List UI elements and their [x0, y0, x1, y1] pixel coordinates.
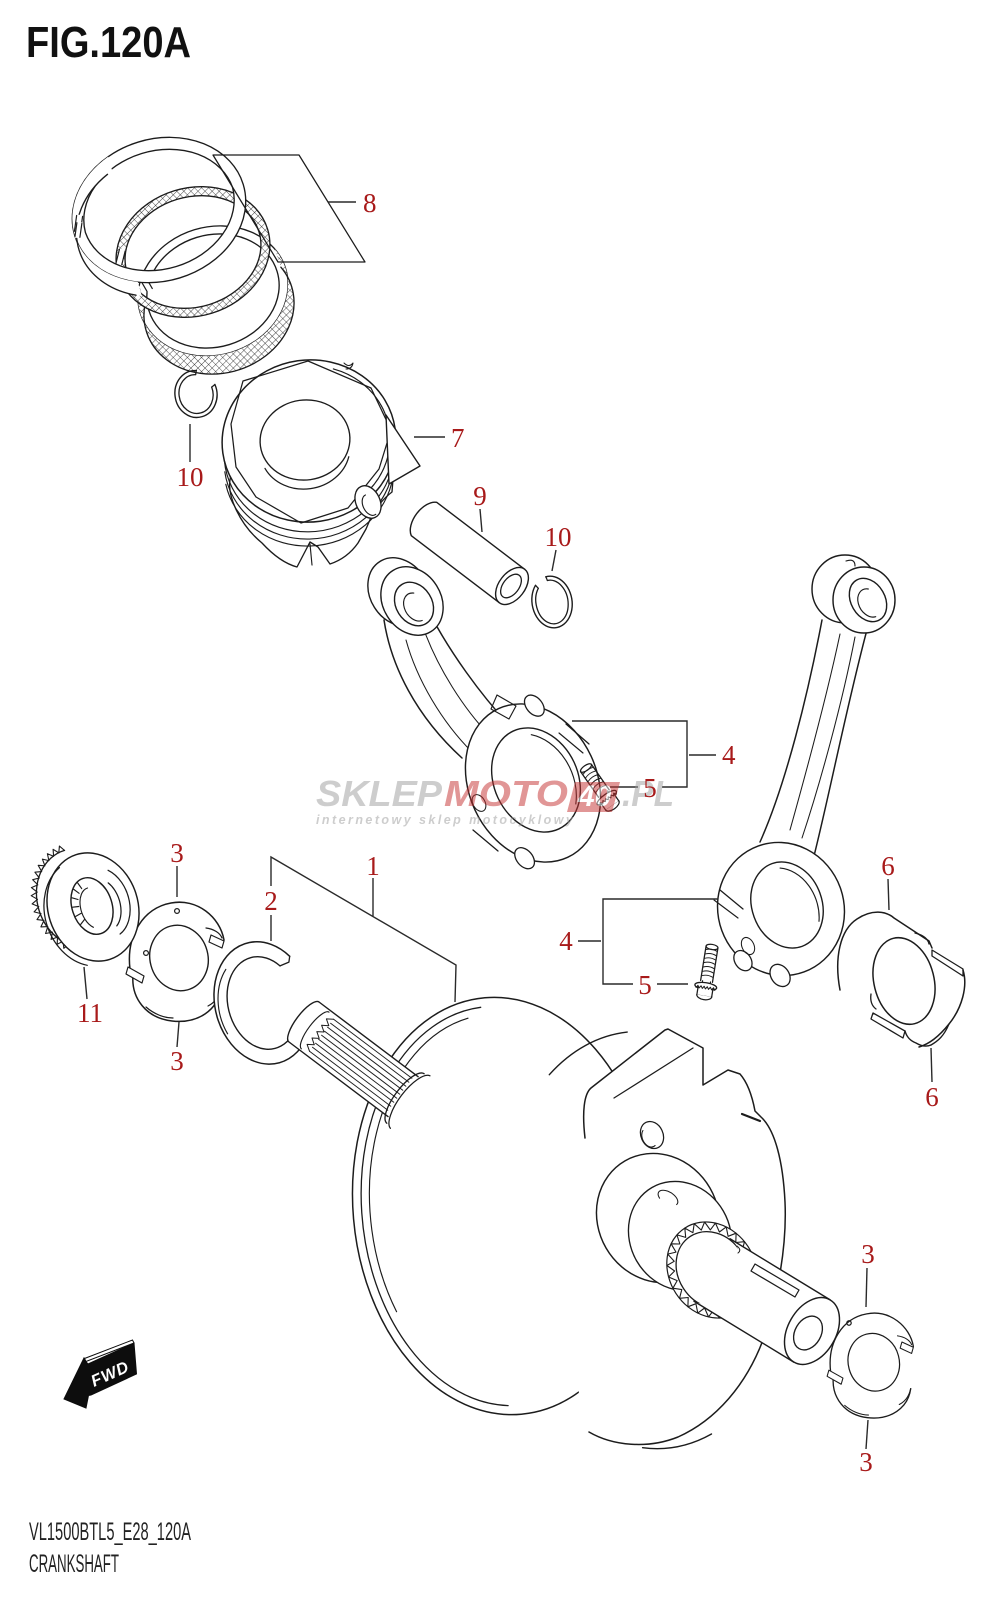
part-connecting-rod-right — [713, 554, 896, 988]
leader-rod-bearing-lower — [930, 1047, 933, 1083]
leader-circlip-right — [551, 549, 557, 572]
part-label-rod-bearing-upper: 6 — [881, 851, 895, 881]
part-label-crankshaft: 1 — [366, 851, 380, 881]
watermark: SKLEP MOTO 40 .PL internetowy sklep moto… — [316, 773, 674, 827]
watermark-tagline: internetowy sklep motocyklowy — [316, 813, 575, 827]
part-label-main-bearing-left-upper: 3 — [170, 838, 184, 868]
part-label-piston-ring-set: 8 — [363, 188, 377, 218]
fwd-arrow-edge — [83, 1339, 135, 1363]
part-thrust-ring — [213, 941, 313, 1065]
part-main-bearing-left — [125, 901, 225, 1023]
footer-model-code: VL1500BTL5_E28_120A — [29, 1518, 191, 1546]
part-circlip-left — [174, 369, 218, 419]
part-label-conrod-right: 4 — [559, 926, 573, 956]
part-label-circlip-right: 10 — [545, 522, 572, 552]
part-label-piston-pin: 9 — [473, 481, 487, 511]
part-connecting-rod-left — [367, 557, 602, 870]
part-label-main-bearing-right-upper: 3 — [861, 1239, 875, 1269]
part-label-main-bearing-left-lower: 3 — [170, 1046, 184, 1076]
leader-rod-bearing-upper — [887, 878, 890, 911]
watermark-brand-mid: MOTO — [444, 773, 568, 814]
callout-lines — [83, 201, 933, 1450]
leader-main-bearing-left-lower — [176, 1021, 180, 1048]
watermark-brand-suffix: .PL — [622, 773, 674, 814]
part-piston-pin — [409, 501, 530, 606]
part-label-thrust-ring: 2 — [264, 886, 278, 916]
watermark-brand-prefix: SKLEP — [316, 773, 443, 814]
leader-main-bearing-right-lower — [865, 1419, 869, 1450]
footer-figure-name: CRANKSHAFT — [29, 1550, 119, 1578]
bracket-conrod-right — [602, 898, 718, 985]
part-label-primary-gear-washer: 11 — [77, 998, 103, 1028]
part-labels: 8 10 7 9 10 4 5 6 3 2 1 11 3 4 5 6 3 3 — [77, 188, 939, 1477]
leader-piston-pin — [479, 508, 483, 533]
part-label-rod-bolt-right: 5 — [638, 970, 652, 1000]
part-primary-gear-washer — [30, 845, 140, 966]
part-crankshaft-assembly — [287, 996, 841, 1450]
watermark-brand-box-text: 40 — [577, 780, 612, 813]
bracket-conrod-left — [572, 720, 688, 788]
part-main-bearing-right — [826, 1312, 915, 1419]
part-rod-bushing — [837, 911, 966, 1048]
part-piston-ring-set — [71, 136, 366, 375]
part-label-rod-bolt-left: 5 — [643, 773, 657, 803]
leader-gear-washer — [83, 966, 88, 1000]
part-label-main-bearing-right-lower: 3 — [859, 1447, 873, 1477]
part-label-rod-bearing-lower: 6 — [925, 1082, 939, 1112]
part-piston — [221, 359, 421, 568]
part-circlip-right — [531, 575, 573, 629]
crankshaft-line-art — [30, 136, 966, 1450]
fwd-marker: FWD — [63, 1339, 138, 1409]
watermark-brand-box: 40 — [567, 780, 620, 813]
page-title: FIG.120A — [26, 18, 191, 67]
watermark-box-shape — [567, 782, 620, 812]
part-label-piston: 7 — [451, 423, 465, 453]
part-label-circlip-left: 10 — [177, 462, 204, 492]
part-label-conrod-left: 4 — [722, 740, 736, 770]
leader-main-bearing-right-upper — [865, 1267, 868, 1308]
callout-crankshaft-plane — [270, 855, 457, 1003]
